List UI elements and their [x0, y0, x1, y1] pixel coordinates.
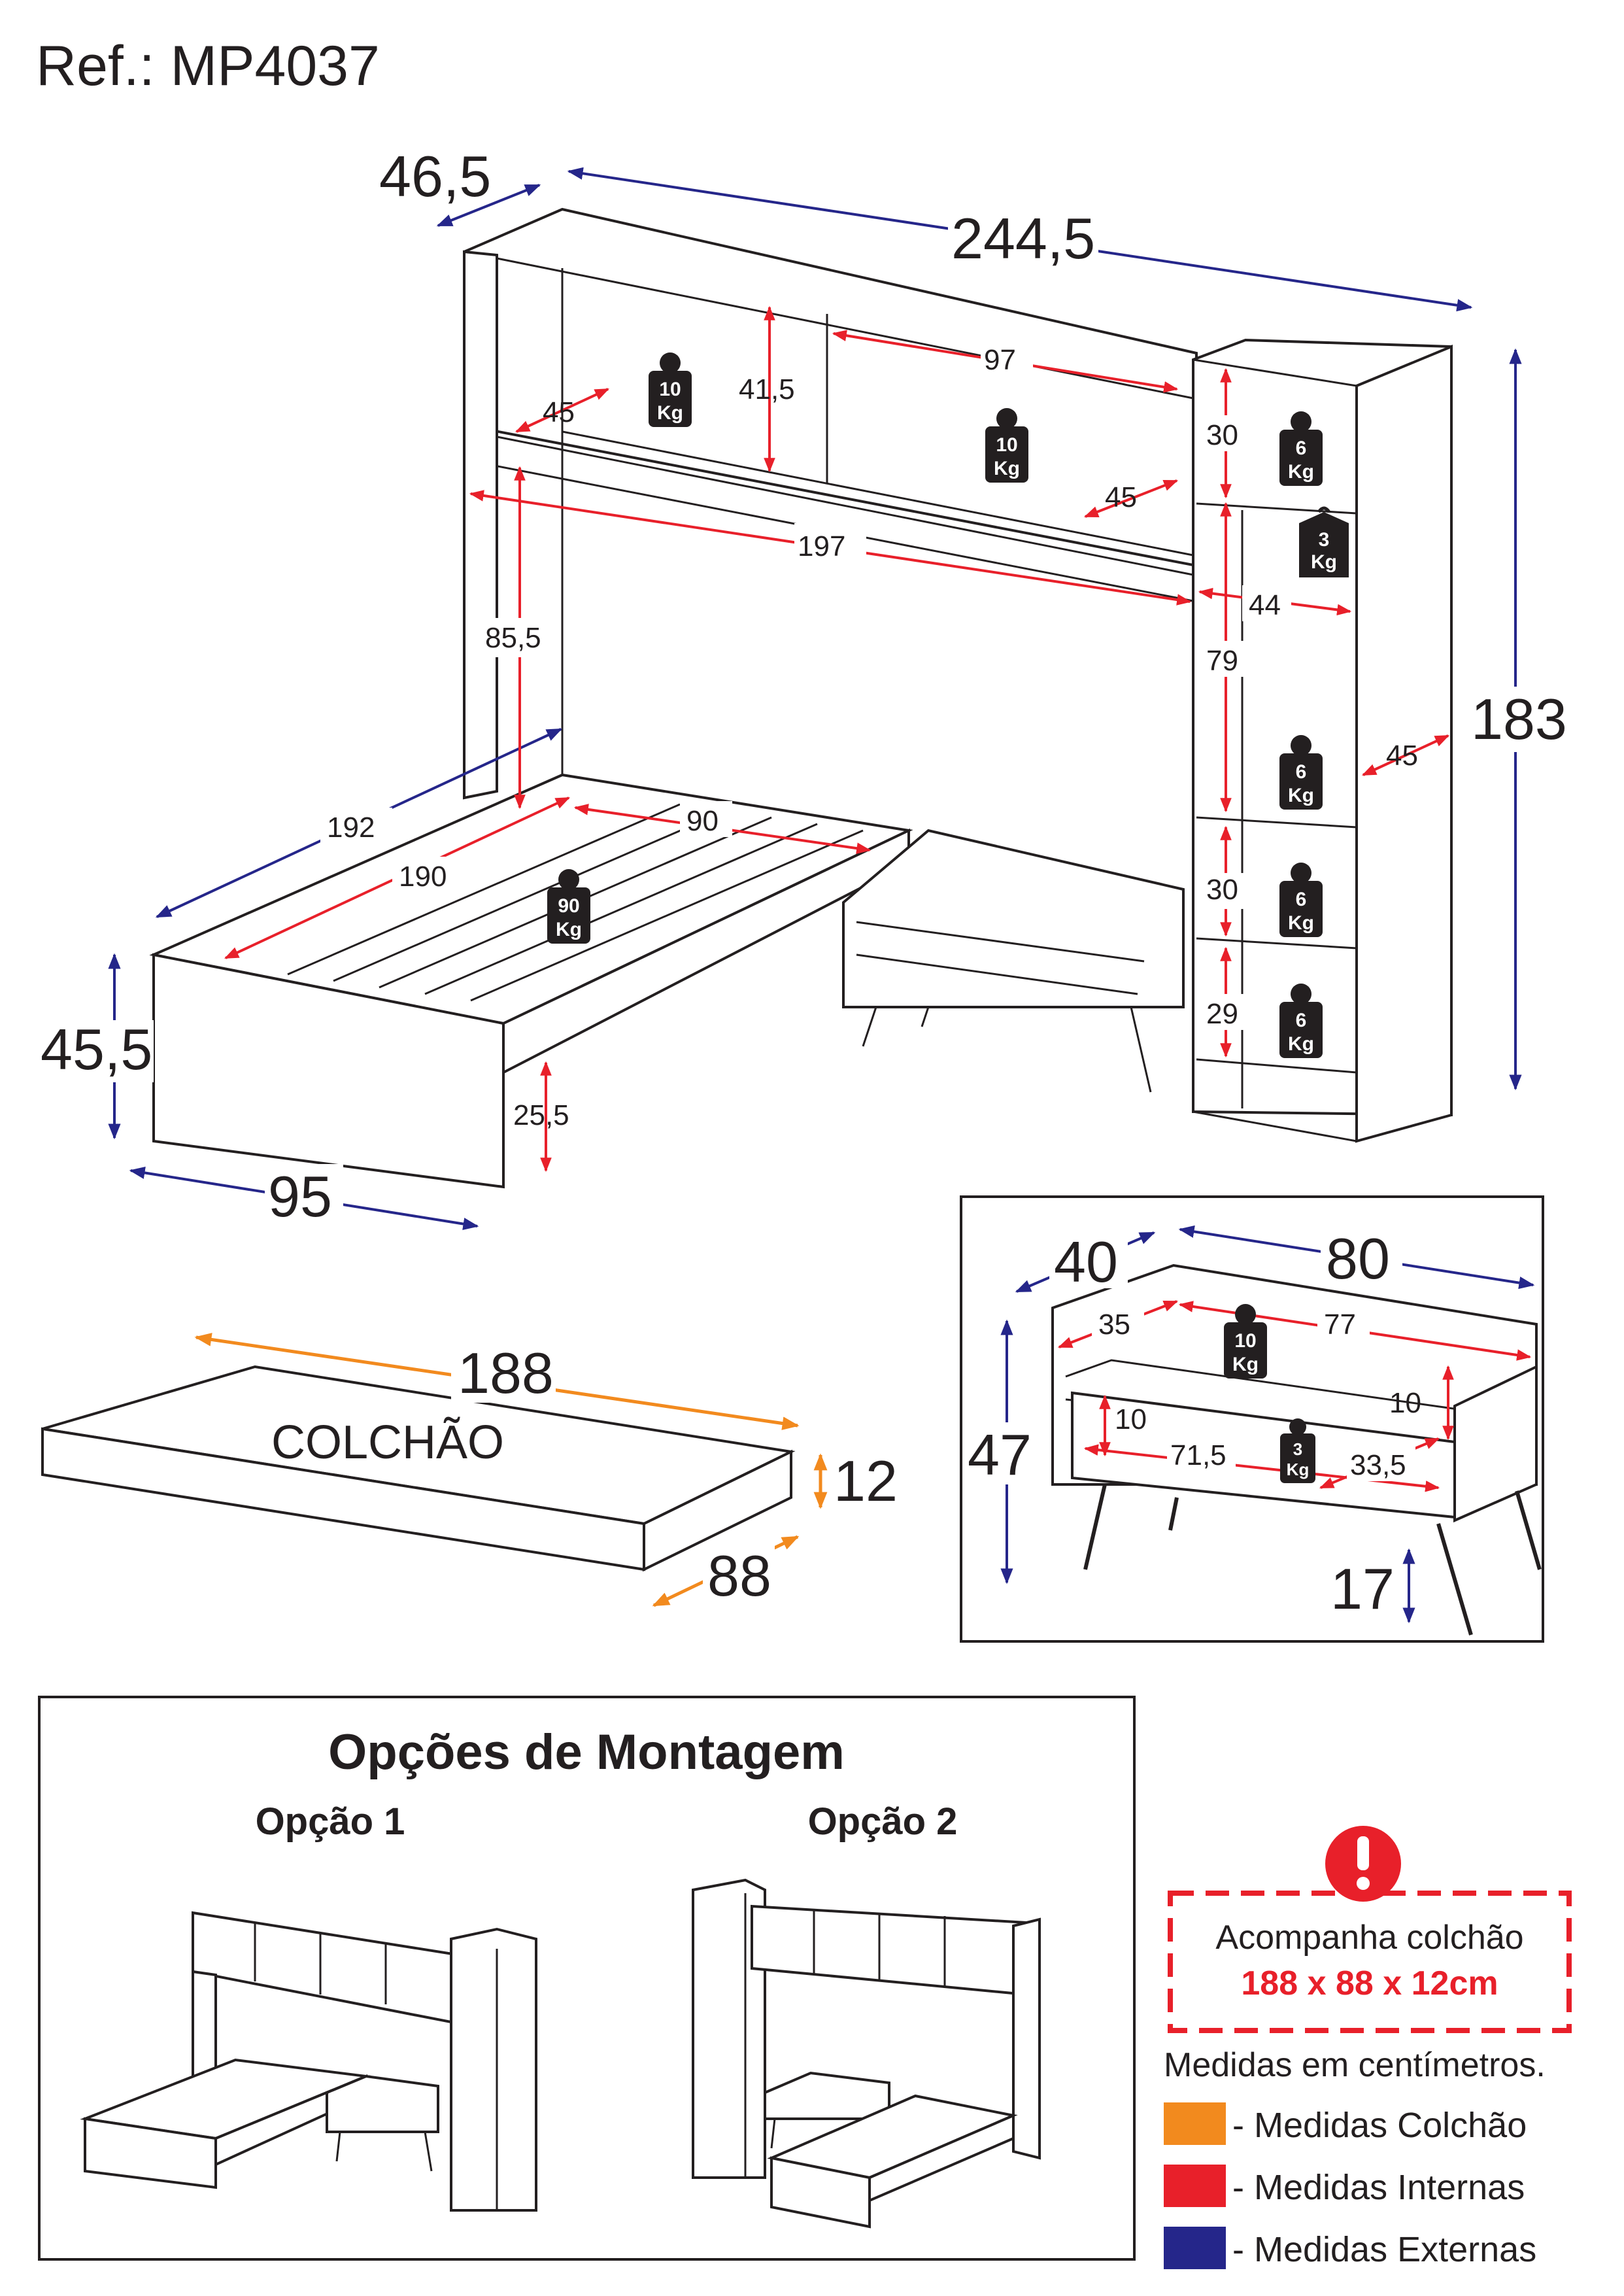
- legend-swatch-external: [1164, 2227, 1226, 2269]
- reference-title: Ref.: MP4037: [36, 35, 380, 97]
- svg-text:10: 10: [996, 434, 1017, 456]
- nightstand-depth-label: 40: [1054, 1229, 1118, 1294]
- nightstand-inner-height-label: 10: [1389, 1387, 1421, 1419]
- svg-text:Kg: Kg: [1287, 1460, 1310, 1479]
- svg-text:Kg: Kg: [556, 919, 582, 940]
- nightstand-inner-depth-label: 35: [1098, 1309, 1130, 1341]
- svg-text:Kg: Kg: [994, 458, 1020, 479]
- closet-hang-height-label: 79: [1206, 645, 1238, 677]
- weight-badge-closet-top: 6 Kg: [1279, 411, 1323, 486]
- closet-top-height-label: 30: [1206, 419, 1238, 451]
- bed-inner-length-label: 190: [399, 861, 447, 893]
- weight-badge-nightstand-top: 10 Kg: [1224, 1304, 1267, 1379]
- legend-label-internal: - Medidas Internas: [1232, 2168, 1525, 2207]
- nightstand-dimensions: 40 80 47 17 35 77 10 10 71,5 33,5 10 Kg: [964, 1225, 1535, 1624]
- mattress-label: COLCHÃO: [271, 1416, 504, 1469]
- svg-text:6: 6: [1296, 761, 1307, 783]
- notice-line2: 188 x 88 x 12cm: [1241, 1964, 1498, 2002]
- nightstand-drawer-depth-label: 33,5: [1350, 1449, 1406, 1481]
- weight-badges: 10 Kg 10 Kg 6 Kg 3 Kg 6 Kg: [547, 352, 1349, 1058]
- assembly-option1-drawing: [80, 1911, 537, 2212]
- nightstand-leg-height-label: 17: [1330, 1556, 1395, 1621]
- legend-swatch-internal: [1164, 2165, 1226, 2207]
- bed-inner-width-label: 90: [686, 805, 719, 837]
- weight-badge-nightstand-drawer: 3 Kg: [1280, 1418, 1315, 1483]
- main-interior-dimensions: 41,5 45 97 45 197 85,5 90 190 25,5 30 44…: [224, 305, 1449, 1173]
- nightstand-height-label: 47: [968, 1422, 1032, 1487]
- assembly-options-box: [38, 1696, 1136, 2261]
- units-note: Medidas em centímetros.: [1164, 2046, 1546, 2084]
- main-width-label: 244,5: [951, 206, 1095, 271]
- mattress-width-label: 88: [707, 1543, 771, 1608]
- svg-text:6: 6: [1296, 437, 1307, 459]
- main-exterior-dimensions: 46,5 244,5 183 45,5 95 192: [36, 144, 1567, 1231]
- nightstand-side: [1453, 1364, 1538, 1523]
- shelf-depth-label: 45: [543, 396, 575, 428]
- bridge-height-label: 85,5: [485, 622, 541, 654]
- svg-text:Kg: Kg: [1288, 461, 1314, 483]
- svg-text:90: 90: [558, 895, 579, 917]
- svg-text:Kg: Kg: [1288, 912, 1314, 934]
- weight-badge-closet-low2: 6 Kg: [1279, 984, 1323, 1058]
- closet-depth-label: 45: [1386, 740, 1418, 772]
- svg-text:Kg: Kg: [1288, 1033, 1314, 1055]
- shelf-height-label: 41,5: [739, 373, 795, 405]
- svg-text:Kg: Kg: [657, 402, 683, 424]
- weight-badge-bed: 90 Kg: [547, 869, 590, 944]
- legend-swatch-mattress: [1164, 2102, 1226, 2145]
- closet-shelf-30-label: 30: [1206, 874, 1238, 906]
- notice-line1: Acompanha colchão: [1215, 1919, 1523, 1957]
- weight-badge-shelf-right: 10 Kg: [985, 408, 1028, 483]
- svg-text:Kg: Kg: [1232, 1354, 1259, 1375]
- mattress-thickness-label: 12: [834, 1448, 898, 1513]
- svg-text:10: 10: [1234, 1330, 1256, 1352]
- weight-badge-closet-low1: 6 Kg: [1279, 863, 1323, 937]
- svg-text:6: 6: [1296, 1010, 1307, 1031]
- bed-width-label: 95: [268, 1164, 332, 1229]
- color-legend: - Medidas Colchão - Medidas Internas - M…: [1164, 2102, 1536, 2269]
- svg-text:10: 10: [659, 379, 681, 400]
- nightstand-detail-box: [960, 1195, 1544, 1643]
- legend-label-external: - Medidas Externas: [1232, 2230, 1536, 2269]
- bed-outer-length-label: 192: [327, 812, 375, 844]
- legend-label-mattress: - Medidas Colchão: [1232, 2106, 1527, 2145]
- svg-text:Kg: Kg: [1311, 551, 1337, 573]
- left-side-panel: [463, 250, 498, 800]
- main-depth-label: 46,5: [379, 144, 491, 209]
- bridge-width-label: 197: [798, 530, 845, 562]
- mattress-notice: Acompanha colchão 188 x 88 x 12cm: [1168, 1826, 1572, 2033]
- assembly-option2-label: Opção 2: [808, 1800, 958, 1843]
- notice-dashed-border: [1168, 1891, 1572, 2033]
- closet-shelf-29-label: 29: [1206, 998, 1238, 1030]
- svg-text:Kg: Kg: [1288, 785, 1314, 806]
- shelf-depth-2-label: 45: [1105, 481, 1137, 513]
- side-nightstand: [842, 829, 1185, 1008]
- main-furniture-drawing: [149, 207, 1453, 1189]
- assembly-title: Opções de Montagem: [328, 1724, 845, 1780]
- svg-text:3: 3: [1293, 1439, 1302, 1459]
- nightstand-drawer-width-label: 71,5: [1170, 1439, 1226, 1471]
- nightstand-inner-width-label: 77: [1324, 1309, 1356, 1341]
- weight-badge-closet-mid: 6 Kg: [1279, 735, 1323, 810]
- weight-badge-hanger-rod: 3 Kg: [1299, 506, 1349, 577]
- mattress-length-label: 188: [458, 1341, 554, 1405]
- closet-width-label: 44: [1249, 589, 1281, 621]
- under-bed-clearance-label: 25,5: [513, 1099, 569, 1131]
- mattress-drawing: COLCHÃO 188 12 88: [41, 1333, 898, 1608]
- svg-text:6: 6: [1296, 889, 1307, 910]
- assembly-option2-drawing: [692, 1878, 1041, 2229]
- assembly-option1-label: Opção 1: [256, 1800, 405, 1843]
- svg-text:3: 3: [1319, 529, 1330, 551]
- bed-height-label: 45,5: [41, 1017, 152, 1082]
- weight-badge-shelf-left: 10 Kg: [649, 352, 692, 427]
- closet-height-label: 183: [1471, 687, 1567, 751]
- shelf-width-label: 97: [984, 344, 1016, 376]
- nightstand-width-label: 80: [1326, 1226, 1390, 1291]
- nightstand-drawer-height-label: 10: [1115, 1403, 1147, 1435]
